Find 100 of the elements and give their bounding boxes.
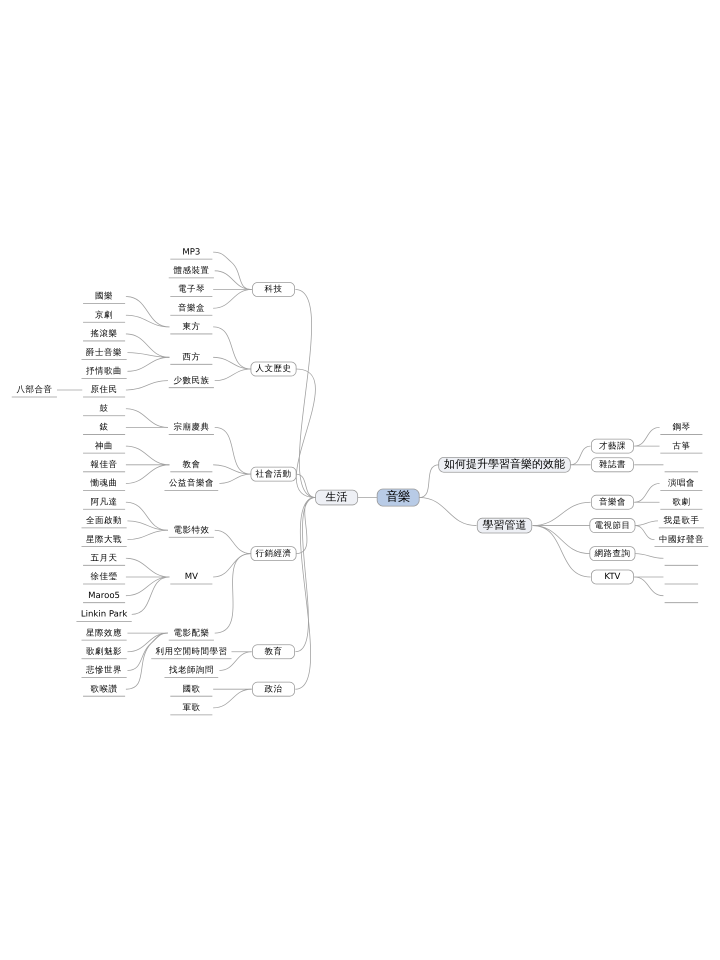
node-text: 演唱會	[668, 478, 695, 489]
connector	[127, 632, 168, 671]
node-line	[664, 471, 698, 472]
node-box: 教育	[252, 644, 295, 660]
node-text: 鈸	[100, 422, 109, 433]
node-box: 音樂會	[591, 494, 634, 510]
node-text: 體感裝置	[173, 266, 210, 276]
node-text: 爵士音樂	[86, 348, 122, 358]
connector	[634, 502, 660, 503]
node-text: 公益音樂會	[168, 478, 214, 489]
node-text: 徐佳瑩	[90, 572, 118, 582]
node-box: 人文歷史	[250, 362, 296, 376]
node-text: 抒情歌曲	[86, 366, 122, 377]
connector	[126, 632, 168, 690]
connector	[418, 497, 477, 526]
connector	[634, 576, 664, 578]
connector	[532, 525, 591, 578]
node-text: 電子琴	[178, 284, 205, 295]
node-line	[664, 564, 698, 566]
node-box: 政治	[252, 682, 295, 697]
node-text: 歌喉讚	[90, 684, 118, 694]
node-text: 國歌	[182, 684, 200, 694]
node-text: 五月天	[90, 553, 118, 564]
connector	[634, 427, 660, 446]
node-text: 古箏	[672, 441, 690, 452]
connector	[357, 497, 378, 498]
node-box: 生活	[315, 490, 358, 506]
node-text: 慟魂曲	[90, 478, 118, 489]
node-text: 星際大戰	[86, 534, 122, 545]
node-text: 西方	[182, 352, 200, 362]
node-box: 網路查詢	[589, 546, 636, 562]
node-text: 中國好聲音	[658, 534, 704, 545]
node-box: 雜誌書	[591, 457, 634, 472]
connector	[296, 474, 316, 498]
connector	[219, 474, 252, 484]
node-text: Linkin Park	[80, 610, 128, 620]
connector	[212, 289, 252, 309]
node-text: 搖滾樂	[90, 329, 118, 340]
connector	[126, 464, 170, 484]
node-text: 八部合音	[16, 385, 52, 396]
connector	[126, 408, 168, 428]
connector	[634, 464, 664, 466]
connector	[570, 464, 591, 466]
node-text: 歌劇魅影	[86, 646, 122, 657]
node-text: 少數民族	[173, 376, 210, 386]
connector	[127, 356, 170, 372]
node-box: 電視節目	[589, 518, 636, 533]
node-box: 才藝課	[591, 438, 634, 454]
connector	[131, 576, 170, 615]
node-text: 東方	[182, 322, 200, 332]
connector	[126, 576, 170, 596]
connector	[296, 368, 316, 498]
node-text: 音樂盒	[178, 303, 205, 314]
connector	[634, 520, 658, 526]
node-text: 星際效應	[86, 628, 122, 638]
node-text: 軍歌	[182, 703, 200, 714]
node-box: 音樂	[376, 488, 420, 506]
connector	[212, 464, 252, 475]
connector	[126, 502, 168, 531]
node-box: 行銷經濟	[250, 546, 296, 562]
connector	[294, 289, 316, 498]
node-text: MV	[184, 572, 198, 582]
connector	[634, 483, 660, 503]
node-text: 鼓	[100, 404, 109, 414]
connector	[532, 525, 590, 554]
connector	[214, 553, 252, 634]
connector	[219, 651, 252, 671]
connector	[126, 334, 170, 358]
connector	[126, 427, 168, 428]
node-text: Maroo5	[88, 590, 120, 601]
node-text: 電影特效	[173, 525, 210, 536]
connector	[214, 368, 252, 382]
connector	[532, 502, 591, 526]
connector	[214, 530, 252, 554]
connector	[127, 632, 168, 634]
connector	[127, 530, 168, 540]
node-text: 神曲	[95, 441, 114, 452]
node-box: 如何提升學習音樂的效能	[438, 457, 571, 473]
node-box: 科技	[252, 282, 295, 297]
node-line	[664, 602, 698, 604]
node-text: 歌劇	[672, 497, 690, 508]
connector	[634, 576, 664, 596]
connector	[127, 520, 168, 531]
node-text: 國樂	[95, 292, 114, 302]
node-text: 教會	[182, 460, 200, 470]
connector	[634, 525, 655, 540]
node-text: 全面啟動	[86, 516, 122, 526]
connector	[212, 252, 252, 290]
connector	[126, 296, 170, 328]
node-text: 京劇	[95, 310, 114, 320]
node-box: KTV	[591, 570, 634, 584]
connector	[126, 314, 170, 328]
node-box: 社會活動	[250, 466, 296, 482]
connector	[294, 497, 316, 690]
node-text: 原住民	[90, 385, 118, 396]
node-text: 電影配樂	[173, 628, 210, 638]
connector	[127, 632, 168, 652]
connector	[570, 446, 591, 466]
connector	[634, 553, 664, 559]
node-text: 悲慘世界	[86, 666, 122, 676]
